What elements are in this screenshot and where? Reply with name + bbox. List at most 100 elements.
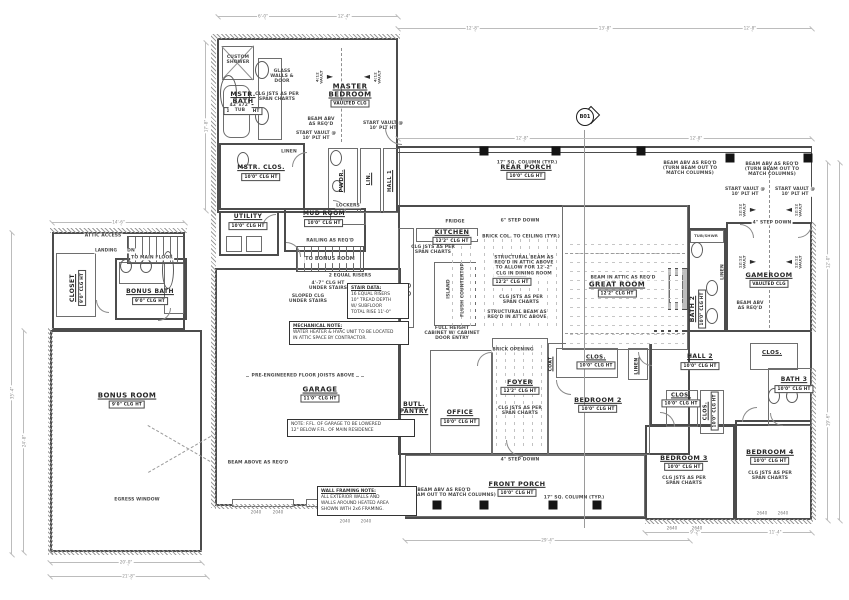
vault-slope-label: 12:12 VAULT [737,202,748,218]
room-label: CLOS. [762,350,782,356]
ceiling-height-label: VAULTED CLG [330,99,370,108]
room-name: CLOS. [702,401,709,421]
note-line: WALLS AROUND HEATED AREA [321,500,389,506]
room-label: COAT [548,357,553,372]
rear-porch-left [397,146,398,206]
beam-line [565,253,685,254]
annotation: 42"x72" TUB [228,102,252,114]
wall-hatch [48,328,53,554]
room-name: CLOS. [585,354,607,361]
ceiling-height-label: 10'0" CLG HT [661,399,701,408]
vault-slope-label: 4:12 VAULT [314,69,325,85]
porch-column [479,500,489,510]
hall2-closet-b-walls [700,390,724,434]
note-box: MECHANICAL NOTE:WATER HEATER & HVAC UNIT… [289,321,409,345]
dimension-label: 12'-8" [514,135,530,141]
dimension-label: 9'-2" [689,529,702,535]
dimension-label: 6'-0" [257,13,269,19]
dimension-label: 21'-8" [121,573,136,579]
dimension-tick [825,518,831,524]
room-name: CLOS. [761,349,783,356]
room-name: GARAGE [302,385,338,394]
note-line: TOTAL RISE 11'-0" [351,309,391,315]
dimension-label: 24'-8" [21,433,27,449]
ceiling-height-label: 10'0" CLG HT [576,361,616,370]
dimension-line [827,162,828,520]
room-name: BEDROOM 3 [660,453,708,462]
room-label: CLOS.10'0" CLG HT [702,391,719,431]
annotation: 6" STEP DOWN [499,218,541,224]
wall-hatch [213,34,400,39]
porch-column [432,500,442,510]
dimension-line [398,138,812,139]
note-line: IN ATTIC SPACE BY CONTRACTOR. [293,335,367,341]
washer [226,236,242,252]
annotation: BEAM ABV AS REQ'D [736,300,764,311]
note-line: 16 EQUAL RISERS [351,291,391,297]
annotation: BEAM IN ATTIC AS REQ'D [589,275,657,281]
dimension-tick [21,550,27,556]
annotation: CLG JSTS AS PER SPAN CHARTS [498,294,544,306]
ceiling-height-label: 10'0" CLG HT [228,222,268,230]
rear-porch-beam [398,146,812,148]
room-name: BONUS ROOM [97,391,157,400]
dimension-label: 12'-0" [825,254,831,270]
vault-arrow: ► [749,257,757,266]
ceiling-height-label: 10'0" CLG HT [750,457,790,466]
room-label: LINEN [634,357,639,374]
room-name: BEDROOM 2 [574,395,622,404]
room-name: FRONT PORCH [488,479,546,488]
dimension-tick [9,552,15,558]
sink [332,180,342,192]
dimension-line [839,162,840,520]
annotation: CLG JSTS AS PER SPAN CHARTS [748,470,792,481]
ceiling-height-label: 10'0" CLG HT [506,172,546,181]
toilet [237,152,249,168]
annotation: CLG JSTS AS PER SPAN CHARTS [498,405,542,416]
note-title: MECHANICAL NOTE: [293,324,343,329]
annotation: LANDING [93,247,119,254]
ceiling-height-label: 9'0" CLG HT [78,270,86,306]
note-line: 10" TREAD DEPTH [351,297,392,303]
annotation: START VAULT @ 10' PLT HT [295,130,337,141]
wall-hatch [50,228,187,233]
front-porch-edge [405,517,645,519]
wall-hatch [811,368,816,520]
annotation: BEAM ABOVE AS REQ'D [227,460,289,466]
bedroom4-closet-walls [750,343,798,370]
wall-hatch [211,211,216,508]
vault-arrow: ► [749,205,757,214]
annotation: START VAULT @ 10' PLT HT [362,120,404,131]
annotation: FRIDGE [444,219,466,225]
ceiling-height-label: 10'0" CLG HT [440,418,480,426]
room-label: PWDR. [339,169,345,192]
ceiling-height-label: 10'0" CLG HT [497,489,537,498]
sink [120,259,132,273]
wall-hatch [645,519,813,524]
sink [140,259,152,273]
note-line: ALL EXTERIOR WALLS AND [321,494,380,500]
room-name: BATH 3 [780,376,808,384]
note-box: WALL FRAMING NOTE:ALL EXTERIOR WALLS AND… [317,486,417,516]
annotation: START VAULT @ 10' PLT HT [723,186,767,198]
room-name: HALL 2 [687,353,713,361]
window-tag: 2640 [691,525,703,531]
annotation: STRUCTURAL BEAM AS REQ'D IN ATTIC ABOVE … [493,255,555,277]
sink [706,308,718,324]
annotation: RAILING AS REQ'D [305,238,355,244]
annotation: CUSTOM SHOWER [226,54,250,65]
room-name: CLOS. [670,392,692,399]
room-label: MSTR. CLOS.10'0" CLG HT [237,164,285,181]
rear-porch-edge [398,152,812,153]
annotation: LOCKERS [335,203,361,209]
section-cut-line [584,130,585,528]
annotation: BRICK COL. TO CEILING (TYP.) [482,234,560,240]
bonus-upper-walls [52,232,185,330]
annotation: LINEN [720,264,726,280]
window-tag: 2040 [339,518,351,524]
annotation: FULL HEIGHT CABINET W/ CABINET DOOR ENTR… [423,326,481,342]
room-name: MSTR. BATH [230,90,256,106]
note-title: STAIR DATA: [351,286,382,291]
